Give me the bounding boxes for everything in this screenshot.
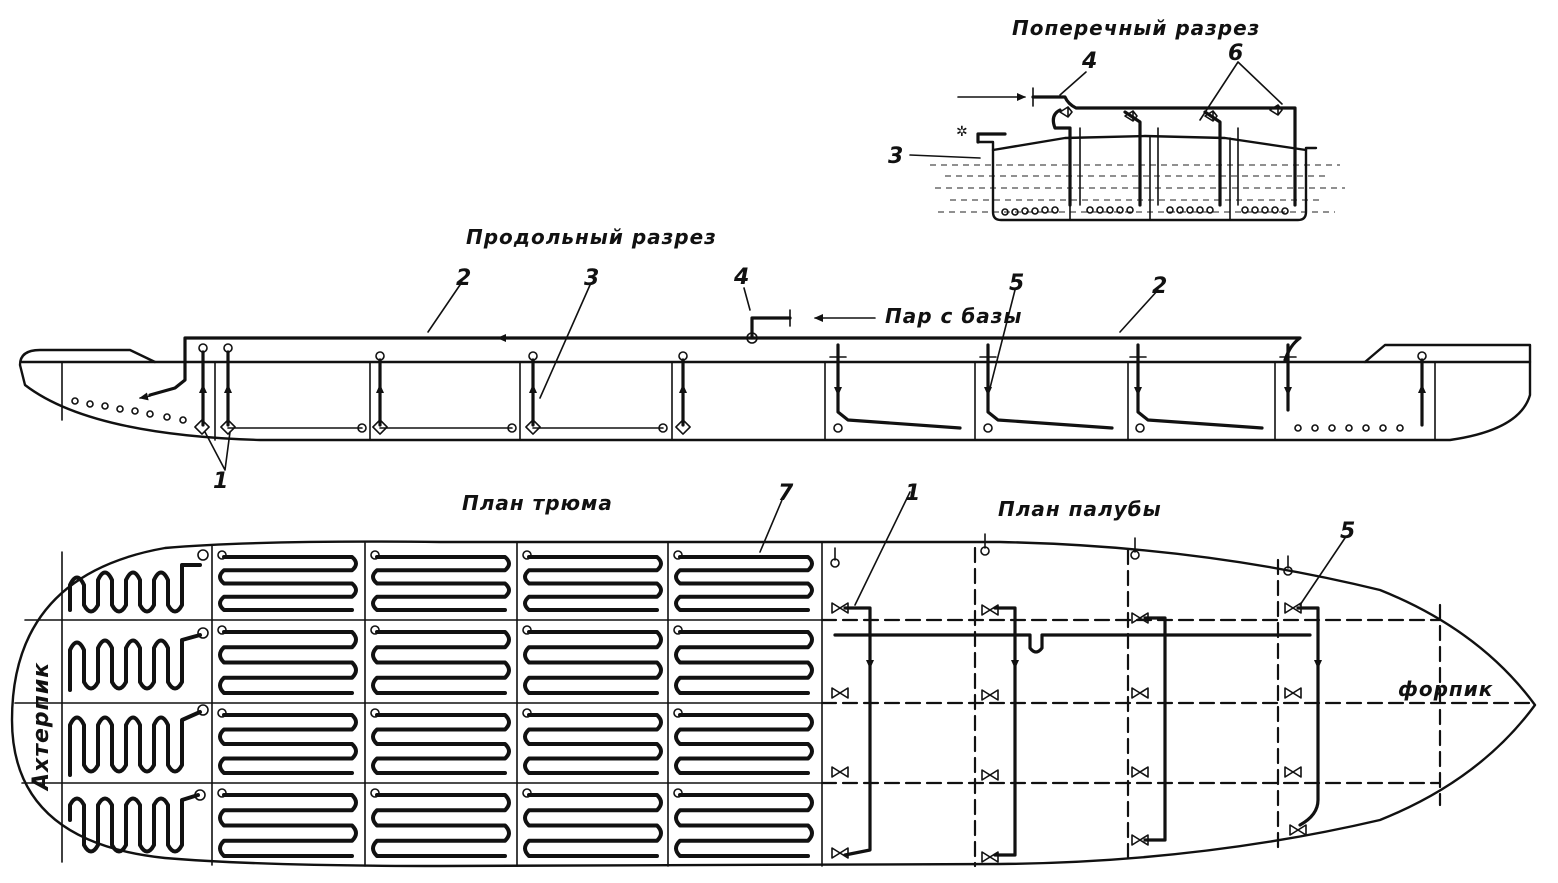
cross-label-4: 4 bbox=[1081, 49, 1097, 74]
steam-vent-mark: ✲ bbox=[956, 124, 968, 140]
coil-inlet bbox=[522, 788, 532, 798]
hold-coil bbox=[218, 793, 358, 858]
fore-peak-label: форпик bbox=[1398, 677, 1493, 701]
coil-inlet bbox=[370, 550, 380, 560]
plan-view: План трюма План палубы Ахтерпик bbox=[10, 481, 1537, 868]
leader-4-long bbox=[743, 287, 751, 311]
leader-3-long bbox=[539, 284, 591, 399]
deck-stand-pipes bbox=[830, 533, 1293, 576]
long-label-3: 3 bbox=[584, 266, 599, 291]
cross-section: Поперечный разрез ✲ bbox=[888, 16, 1345, 222]
hold-coil bbox=[523, 713, 663, 775]
plan-label-1: 1 bbox=[905, 481, 920, 506]
hold-coils bbox=[217, 550, 814, 858]
aft-peak-coils bbox=[68, 549, 209, 854]
hold-plan-title: План трюма bbox=[462, 491, 613, 515]
long-down-pipes bbox=[829, 343, 1297, 433]
plan-label-7: 7 bbox=[778, 481, 794, 506]
hold-coil bbox=[674, 630, 814, 695]
long-hull bbox=[18, 343, 1532, 442]
leader-5-plan bbox=[1299, 537, 1346, 606]
long-risers bbox=[198, 343, 1427, 427]
hold-coil bbox=[371, 630, 511, 695]
long-label-4: 4 bbox=[733, 265, 749, 290]
hold-grid bbox=[14, 541, 823, 867]
long-label-1: 1 bbox=[213, 469, 228, 494]
long-bulkheads bbox=[214, 361, 1276, 441]
leader-7 bbox=[759, 499, 783, 553]
aft-peak-label: Ахтерпик bbox=[29, 662, 54, 792]
coil-inlet bbox=[370, 708, 380, 718]
hold-coil bbox=[371, 793, 511, 858]
leader-6 bbox=[1199, 61, 1283, 121]
plan-label-5: 5 bbox=[1340, 519, 1355, 544]
plan-hull bbox=[10, 540, 1537, 868]
cross-label-6: 6 bbox=[1228, 41, 1243, 66]
long-label-5: 5 bbox=[1009, 271, 1024, 296]
hold-coil bbox=[523, 630, 663, 695]
coil-inlet bbox=[217, 788, 227, 798]
cross-hull bbox=[976, 140, 1318, 222]
long-label-2b: 2 bbox=[1152, 274, 1167, 299]
coil-inlet bbox=[217, 550, 227, 560]
hold-coil bbox=[523, 555, 663, 612]
hold-coil bbox=[674, 555, 814, 612]
leader-3 bbox=[909, 154, 981, 159]
coil-inlet bbox=[673, 550, 683, 560]
cross-section-title: Поперечный разрез bbox=[1012, 16, 1260, 40]
coil-inlet bbox=[370, 788, 380, 798]
leader-2a bbox=[427, 281, 463, 333]
long-section-title: Продольный разрез bbox=[466, 225, 717, 249]
coil-inlet bbox=[522, 625, 532, 635]
cross-coils bbox=[1001, 206, 1289, 216]
long-coil-dots bbox=[71, 397, 1404, 432]
deck-plan-title: План палубы bbox=[998, 497, 1162, 521]
hold-coil bbox=[218, 555, 358, 612]
leader-1-long bbox=[204, 431, 231, 471]
longitudinal-section: Продольный разрез Пар с базы bbox=[18, 225, 1532, 494]
hold-coil bbox=[523, 793, 663, 858]
steam-source-label: Пар с базы bbox=[885, 304, 1023, 328]
hold-coil bbox=[674, 793, 814, 858]
coil-inlet bbox=[522, 708, 532, 718]
deck-valves bbox=[831, 602, 1307, 863]
deck-grid bbox=[820, 546, 1537, 868]
water-lines bbox=[930, 164, 1345, 213]
leader-2b bbox=[1119, 289, 1159, 333]
hold-coil bbox=[674, 713, 814, 775]
long-bottom-pipes bbox=[194, 419, 691, 435]
coil-inlet bbox=[673, 625, 683, 635]
deck-branches bbox=[843, 606, 1322, 857]
long-label-2a: 2 bbox=[456, 266, 471, 291]
leader-4 bbox=[1059, 71, 1087, 96]
coil-inlet bbox=[522, 550, 532, 560]
hold-coil bbox=[218, 713, 358, 775]
cross-label-3: 3 bbox=[888, 144, 903, 169]
coil-inlet bbox=[673, 788, 683, 798]
coil-inlet bbox=[217, 708, 227, 718]
deck-main-pipe bbox=[833, 633, 1312, 654]
coil-inlet bbox=[673, 708, 683, 718]
leader-5-long bbox=[989, 289, 1016, 389]
leader-1-plan bbox=[854, 491, 911, 606]
cross-valves bbox=[1059, 104, 1283, 122]
hold-coil bbox=[218, 630, 358, 695]
hold-coil bbox=[371, 555, 511, 612]
coil-inlet bbox=[217, 625, 227, 635]
hold-coil bbox=[371, 713, 511, 775]
coil-inlet bbox=[370, 625, 380, 635]
